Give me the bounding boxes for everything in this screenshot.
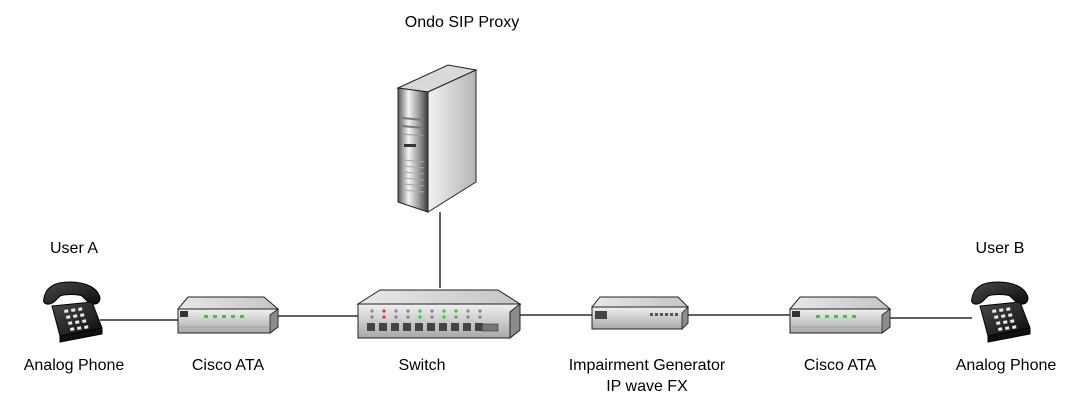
label-proxy: Ondo SIP Proxy <box>405 14 519 31</box>
server-icon <box>396 64 478 213</box>
label-ata-a: Cisco ATA <box>192 357 265 374</box>
impairment-generator-icon <box>590 296 690 330</box>
phone-icon <box>971 281 1031 343</box>
switch-leds <box>370 309 482 319</box>
switch-icon <box>356 289 522 340</box>
label-phone-a: Analog Phone <box>24 357 125 374</box>
label-user-a: User A <box>50 240 98 257</box>
label-ata-b: Cisco ATA <box>804 357 877 374</box>
switch-ports <box>367 323 499 332</box>
connection-lines <box>100 212 972 321</box>
label-user-b: User B <box>976 240 1025 257</box>
phone-icon <box>43 281 103 343</box>
label-impairment-model: IP wave FX <box>606 378 688 395</box>
cisco-ata-icon <box>788 296 892 334</box>
label-phone-b: Analog Phone <box>956 357 1057 374</box>
label-switch: Switch <box>398 357 445 374</box>
label-impairment-generator: Impairment Generator <box>569 357 726 374</box>
cisco-ata-icon <box>176 296 280 334</box>
